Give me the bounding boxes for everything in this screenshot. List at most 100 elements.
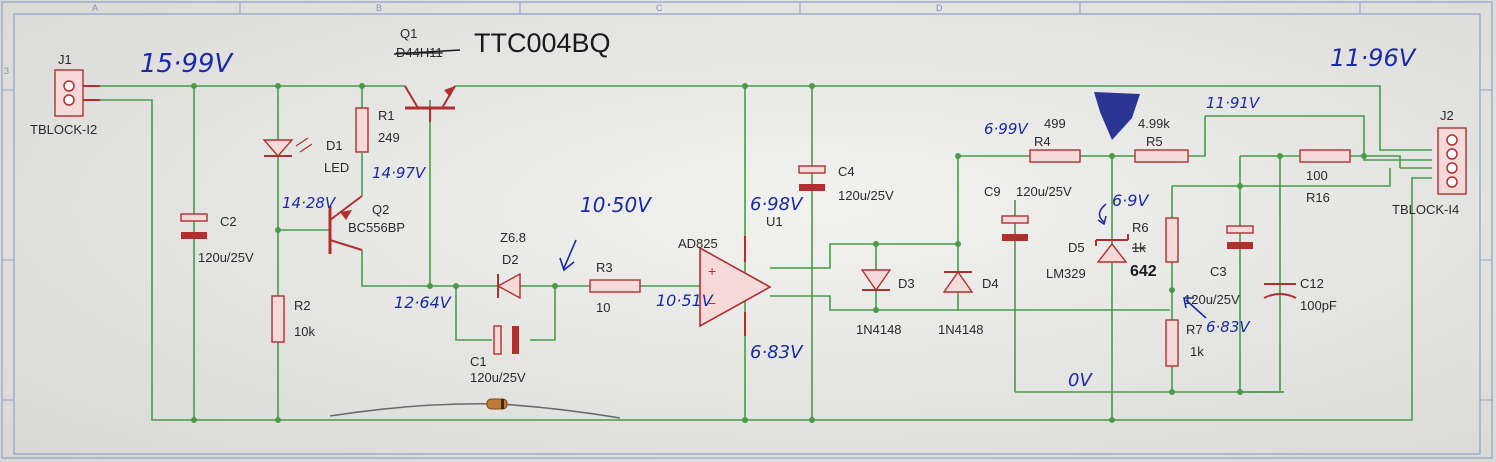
r1-value: 249 (378, 130, 400, 145)
led-d1 (262, 137, 313, 158)
frame-col-b: B (376, 3, 382, 13)
j1-name: TBLOCK-I2 (30, 122, 97, 137)
capacitor-c12 (1263, 283, 1297, 299)
d2-ref: D2 (502, 252, 519, 267)
c1-ref: C1 (470, 354, 487, 369)
svg-text:−: − (708, 295, 716, 311)
frame-col-d: D (936, 3, 943, 13)
stray-diode-lead (329, 398, 621, 419)
c12-value: 100pF (1300, 298, 1337, 313)
capacitor-c9 (1001, 215, 1029, 241)
ann-r7-arrow (1183, 297, 1207, 319)
ann-d2-node: 10·50V (580, 193, 652, 217)
r7-value: 1k (1190, 344, 1204, 359)
d1-ref: D1 (326, 138, 343, 153)
d4-value: 1N4148 (938, 322, 984, 337)
c4-ref: C4 (838, 164, 855, 179)
reference-d5 (1095, 234, 1129, 263)
resistor-r2 (271, 295, 285, 343)
ann-q2-base: 14·28V (282, 194, 337, 212)
connector-j1 (54, 69, 100, 117)
r1-ref: R1 (378, 108, 395, 123)
ann-r1-node: 14·97V (372, 164, 427, 182)
ann-u1-input: 10·51V (656, 291, 714, 310)
r5-value: 4.99k (1138, 116, 1170, 131)
r6-value-struck: 1k (1132, 240, 1146, 255)
r2-ref: R2 (294, 298, 311, 313)
r5-ref: R5 (1146, 134, 1163, 149)
resistor-r1 (355, 107, 369, 153)
ann-ground: 0V (1068, 370, 1093, 391)
ann-d5-node: 6·9V (1112, 191, 1149, 210)
d5-ref: D5 (1068, 240, 1085, 255)
d3-ref: D3 (898, 276, 915, 291)
r4-ref: R4 (1034, 134, 1051, 149)
resistor-r5 (1134, 149, 1189, 163)
frame-col-c: C (656, 3, 663, 13)
r4-value: 499 (1044, 116, 1066, 131)
resistor-r4 (1029, 149, 1081, 163)
frame-col-a: A (92, 3, 98, 13)
junction-dots (191, 83, 1367, 423)
frame-row-3: 3 (4, 66, 9, 76)
ann-output-voltage: 11·96V (1330, 44, 1417, 72)
capacitor-c3 (1226, 225, 1254, 249)
c3-value: 120u/25V (1184, 292, 1240, 307)
r6-handwritten-value: 642 (1130, 263, 1157, 280)
resistor-r3 (589, 279, 641, 293)
c2-ref: C2 (220, 214, 237, 229)
r16-ref: R16 (1306, 190, 1330, 205)
c4-value: 120u/25V (838, 188, 894, 203)
j2-ref: J2 (1440, 108, 1454, 123)
d3-value: 1N4148 (856, 322, 902, 337)
resistor-r16 (1299, 149, 1351, 163)
ann-u1-bottom: 6·83V (750, 342, 804, 363)
ann-q2-collector: 12·64V (394, 293, 452, 312)
diode-d3 (860, 269, 892, 292)
handwritten-part-number: TTC004BQ (474, 28, 611, 58)
svg-text:+: + (708, 263, 716, 279)
j1-ref: J1 (58, 52, 72, 67)
transistor-q1 (404, 85, 456, 122)
d4-ref: D4 (982, 276, 999, 291)
q1-ref: Q1 (400, 26, 417, 41)
r2-value: 10k (294, 324, 315, 339)
c12-ref: C12 (1300, 276, 1324, 291)
u1-ref: U1 (766, 214, 783, 229)
r3-ref: R3 (596, 260, 613, 275)
r7-ref: R7 (1186, 322, 1203, 337)
d2-value: Z6.8 (500, 230, 526, 245)
c2-value: 120u/25V (198, 250, 254, 265)
d5-value: LM329 (1046, 266, 1086, 281)
ann-d5-arrow (1097, 203, 1107, 226)
voltage-annotations: 15·99V 11·96V 14·28V 14·97V 10·50V 12·64… (140, 44, 1417, 391)
resistor-r6 (1165, 217, 1179, 263)
q1-strike-mark (393, 49, 461, 55)
diode-d4 (942, 270, 974, 293)
q2-ref: Q2 (372, 202, 389, 217)
zener-d2 (496, 272, 521, 300)
c1-value: 120u/25V (470, 370, 526, 385)
resistor-r7 (1165, 319, 1179, 367)
ann-u1-top: 6·98V (750, 194, 804, 215)
capacitor-c4 (798, 165, 826, 191)
r16-value: 100 (1306, 168, 1328, 183)
u1-value: AD825 (678, 236, 718, 251)
c3-ref: C3 (1210, 264, 1227, 279)
d1-value: LED (324, 160, 349, 175)
connector-j2 (1437, 127, 1467, 195)
r6-ref: R6 (1132, 220, 1149, 235)
r3-value: 10 (596, 300, 610, 315)
capacitor-c1 (493, 325, 519, 355)
ink-scribble (1094, 92, 1140, 140)
ann-r4-left: 6·99V (984, 120, 1029, 138)
j2-name: TBLOCK-I4 (1392, 202, 1459, 217)
transistor-q2 (328, 195, 363, 254)
c9-value: 120u/25V (1016, 184, 1072, 199)
ann-r7-node: 6·83V (1206, 318, 1251, 336)
ann-r5-right: 11·91V (1206, 94, 1261, 112)
ann-d2-arrow (559, 239, 577, 272)
opamp-u1: + − (699, 236, 772, 336)
